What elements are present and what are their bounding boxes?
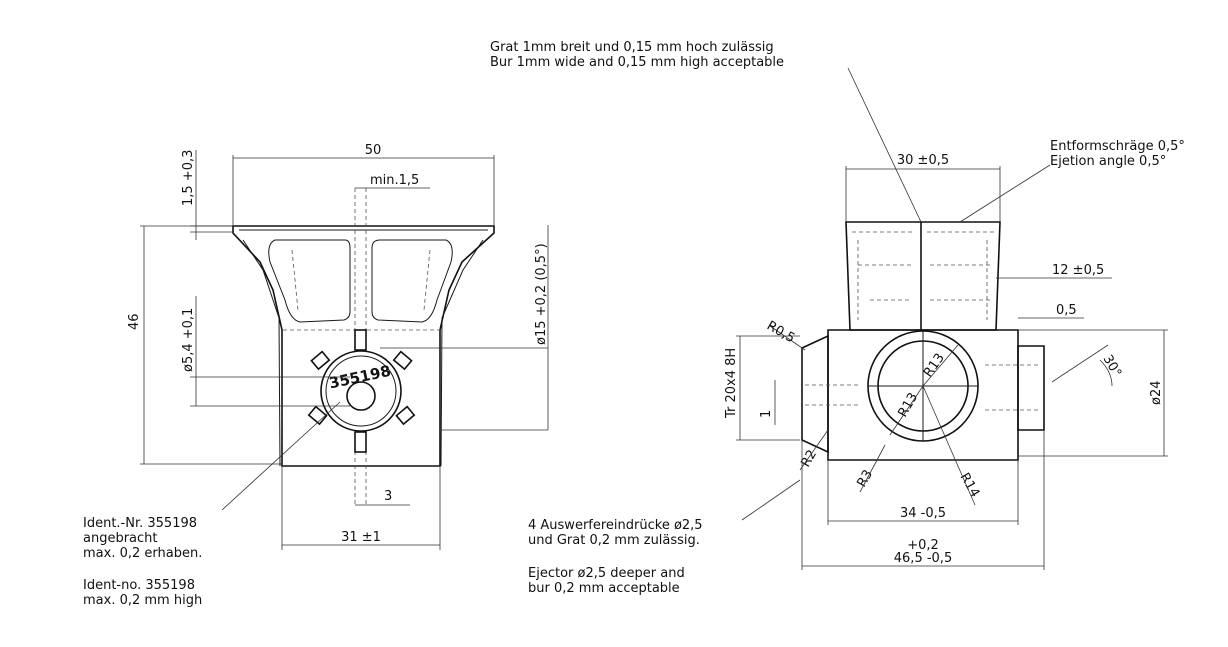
dim-thread: Tr 20x4 8H [724,348,739,419]
dim-angle: 30° [1100,353,1125,380]
left-hidden-lines [283,188,440,505]
left-view: 355198 50 min.1,5 1,5 +0,3 46 ø5,4 +0,1 [127,143,549,550]
dim-slot: 3 [384,489,392,504]
right-view: 30 ±0,5 12 ±0,5 0,5 R0,5 Tr 20x4 8H 1 R2… [724,67,1168,570]
note-ident-de-1: Ident.-Nr. 355198 [83,516,197,531]
note-draft-en: Ejetion angle 0,5° [1050,154,1166,169]
note-ident-en-1: Ident-no. 355198 [83,578,195,593]
note-ejector-de-2: und Grat 0,2 mm zulässig. [528,533,700,548]
dim-05: 0,5 [1056,303,1077,318]
dim-34: 34 -0,5 [900,506,946,521]
note-ident-en-2: max. 0,2 mm high [83,593,202,608]
right-top-hidden [852,231,994,320]
dim-r3: R3 [854,468,876,490]
right-left-boss [801,334,829,454]
dim-base: 31 ±1 [341,530,381,545]
dim-r05: R0,5 [764,318,797,346]
note-draft-de: Entformschräge 0,5° [1050,139,1185,154]
draft-leader [959,164,1051,223]
angle-leader [1051,344,1113,387]
note-ident-de-3: max. 0,2 erhaben. [83,546,202,561]
dim-height: 46 [127,313,142,330]
note-ident-de-2: angebracht [83,531,158,546]
note-burr-de: Grat 1mm breit und 0,15 mm hoch zulässig [490,40,774,55]
note-ejector-de-1: 4 Auswerfereindrücke ø2,5 [528,518,703,533]
dim-465-upper: +0,2 [907,538,939,553]
burr-leader [847,67,922,223]
dim-width-top: 50 [365,143,382,158]
dim-min-wall: min.1,5 [370,173,419,188]
dim-flange: 1,5 +0,3 [181,150,196,206]
note-ejector-en-1: Ejector ø2,5 deeper and [528,566,685,581]
notes: Grat 1mm breit und 0,15 mm hoch zulässig… [83,40,1185,608]
left-pocket-left [268,239,351,323]
left-pocket-right [371,239,453,323]
dim-r14: R14 [957,471,983,501]
right-top-block [845,221,1001,331]
right-dimensions: 30 ±0,5 12 ±0,5 0,5 R0,5 Tr 20x4 8H 1 R2… [724,153,1168,570]
dim-dia24: ø24 [1149,381,1164,406]
dim-dia15: ø15 +0,2 (0,5°) [534,243,549,345]
dim-465-lower: 46,5 -0,5 [894,551,952,566]
ejector-leader [741,479,801,521]
dim-one: 1 [759,410,774,418]
note-burr-en: Bur 1mm wide and 0,15 mm high acceptable [490,55,784,70]
dim-r13b: R13 [921,351,948,381]
right-right-boss [1017,345,1045,431]
note-ejector-en-2: bur 0,2 mm acceptable [528,581,680,596]
dim-12: 12 ±0,5 [1052,263,1104,278]
left-flange-inner [239,229,488,467]
left-dimensions: 50 min.1,5 1,5 +0,3 46 ø5,4 +0,1 ø15 +0,… [127,143,549,550]
dim-bore: ø5,4 +0,1 [181,308,196,372]
dim-top-width: 30 ±0,5 [897,153,949,168]
